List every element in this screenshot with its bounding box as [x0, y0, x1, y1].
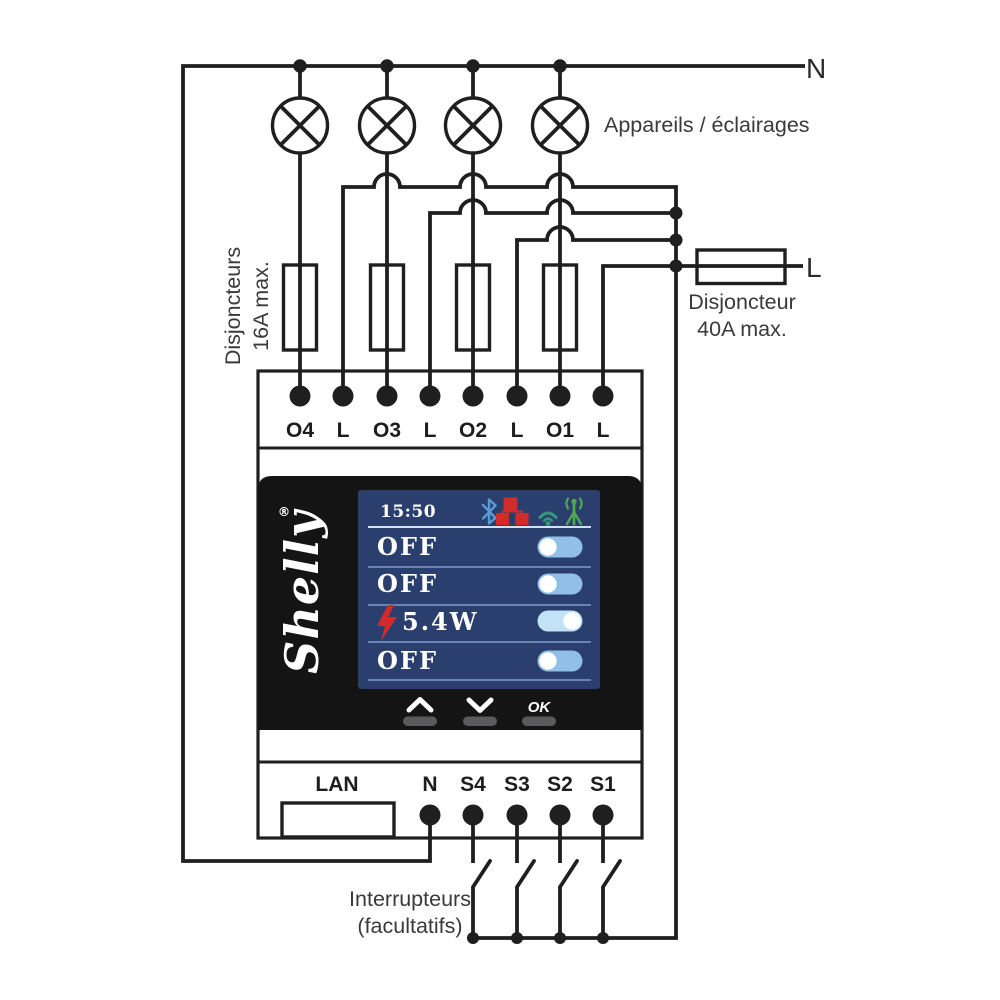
terminal-label-s3: S3 [504, 773, 530, 796]
terminal-label-o2: O2 [459, 419, 487, 442]
wire-live-feed [601, 264, 803, 390]
terminal-label-l3: L [511, 419, 524, 442]
terminal-s1 [592, 804, 614, 826]
toggle-knob [539, 538, 557, 556]
relay-device: Shelly ® 15:50 [256, 369, 644, 840]
screen-background [358, 490, 600, 689]
registered-mark-icon: ® [278, 504, 291, 519]
channel-state-label: OFF [377, 532, 438, 561]
up-button-pad[interactable] [403, 716, 437, 727]
bottom-terminal-labels: LAN N S4 S3 S2 S1 [315, 773, 616, 796]
breakers-16a-label-1: Disjoncteurs [221, 247, 245, 365]
terminal-label-o4: O4 [286, 419, 314, 442]
toggle-knob [539, 575, 557, 593]
terminal-label-s2: S2 [547, 773, 573, 796]
chevron-down-icon [466, 697, 494, 713]
terminal-o2 [462, 385, 484, 407]
junction-dot [669, 206, 683, 220]
up-button[interactable] [403, 697, 437, 727]
terminal-s4 [462, 804, 484, 826]
screen-row-4: OFF [377, 646, 583, 675]
terminal-label-o3: O3 [373, 419, 401, 442]
terminal-o1 [549, 385, 571, 407]
terminal-label-l2: L [424, 419, 437, 442]
ok-button-pad[interactable] [522, 716, 556, 727]
status-screen: 15:50 [358, 490, 600, 689]
terminal-l4 [592, 385, 614, 407]
brand-logo: Shelly [275, 508, 329, 674]
lan-port[interactable] [280, 801, 396, 839]
breaker-40a-label-1: Disjoncteur [688, 290, 796, 314]
breaker-40a [695, 248, 787, 286]
ethernet-icon [496, 497, 529, 525]
lamp-4 [530, 59, 590, 390]
clock: 15:50 [380, 502, 436, 522]
bottom-terminals [419, 804, 614, 826]
terminal-l2 [419, 385, 441, 407]
breaker-16a-3 [454, 263, 492, 352]
top-terminals [289, 385, 614, 407]
power-bolt-icon [377, 605, 397, 641]
terminal-s2 [549, 804, 571, 826]
appliances-label: Appareils / éclairages [604, 113, 810, 137]
toggle-knob [563, 612, 581, 630]
switch-s1[interactable] [597, 815, 622, 944]
live-label: L [806, 252, 822, 283]
down-button-pad[interactable] [463, 716, 497, 727]
switch-s4[interactable] [467, 815, 492, 944]
terminal-n [419, 804, 441, 826]
screen-row-1: OFF [377, 532, 583, 561]
junction-dot [669, 233, 683, 247]
screen-row-3: 5.4W [377, 605, 583, 641]
switches-label-1: Interrupteurs [349, 887, 471, 911]
terminal-label-o1: O1 [546, 419, 574, 442]
terminal-o4 [289, 385, 311, 407]
wire-live-bus [341, 172, 678, 940]
breakers-16a [281, 263, 579, 352]
bluetooth-icon [481, 498, 497, 525]
screen-row-2: OFF [377, 569, 583, 598]
channel-state-label: OFF [377, 569, 438, 598]
down-button[interactable] [463, 697, 497, 727]
wire-live-l2 [428, 198, 676, 390]
terminal-label-s1: S1 [590, 773, 616, 796]
breaker-16a-4 [541, 263, 579, 352]
lamp-2 [357, 59, 417, 390]
channel-state-label: OFF [377, 646, 438, 675]
terminal-s3 [506, 804, 528, 826]
junction-dot [669, 259, 683, 273]
breaker-16a-2 [368, 263, 406, 352]
wifi-icon [538, 511, 558, 526]
terminal-l1 [332, 385, 354, 407]
breakers-16a-label-2: 16A max. [249, 261, 273, 351]
channel-power-label: 5.4W [402, 607, 479, 636]
neutral-label: N [806, 53, 826, 84]
toggle-knob [539, 652, 557, 670]
lamp-1 [270, 59, 330, 390]
lamp-3 [443, 59, 503, 390]
annotations: N L Appareils / éclairages Disjoncteur 4… [221, 53, 826, 938]
terminal-label-l1: L [337, 419, 350, 442]
wire-live-l3 [515, 225, 676, 390]
terminal-label-l4: L [597, 419, 610, 442]
terminal-label-n: N [422, 773, 437, 796]
antenna-icon [565, 497, 583, 526]
ok-button-label: OK [528, 699, 552, 716]
terminal-o3 [376, 385, 398, 407]
breaker-16a-1 [281, 263, 319, 352]
screen-row-separators [368, 526, 591, 681]
lan-label: LAN [315, 773, 358, 796]
breaker-40a-label-2: 40A max. [697, 317, 787, 341]
chevron-up-icon [406, 697, 434, 713]
top-terminal-labels: O4 L O3 L O2 L O1 L [286, 419, 610, 442]
switches-label-2: (facultatifs) [357, 914, 462, 938]
terminal-l3 [506, 385, 528, 407]
terminal-label-s4: S4 [460, 773, 486, 796]
wiring [181, 59, 805, 944]
ok-button[interactable]: OK [522, 699, 556, 726]
